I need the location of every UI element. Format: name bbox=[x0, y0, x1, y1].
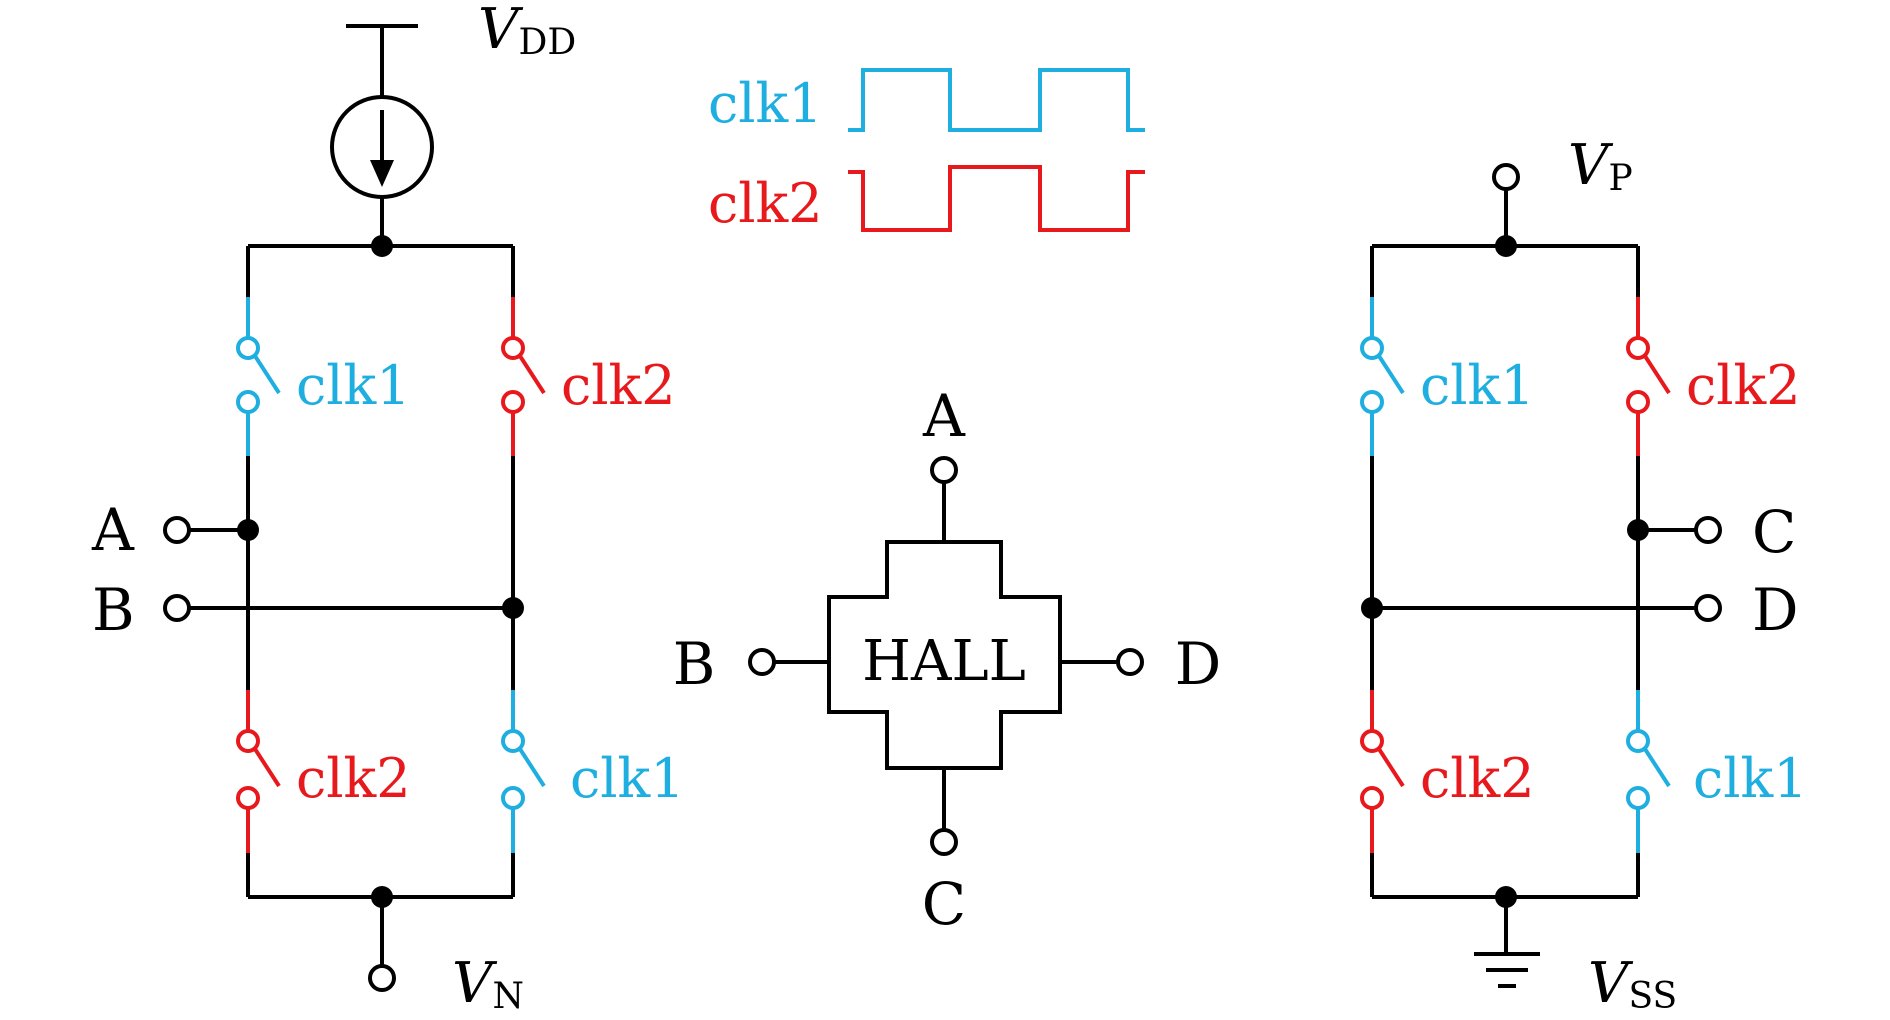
terminal-c-right bbox=[1694, 516, 1722, 544]
clk2-label: clk2 bbox=[561, 354, 676, 417]
clk2-label: clk2 bbox=[1420, 747, 1535, 810]
left-bridge bbox=[188, 24, 515, 967]
hall-cross-shape bbox=[827, 540, 1062, 770]
clk2-waveform bbox=[848, 165, 1145, 232]
hall-label-d: D bbox=[1175, 630, 1222, 698]
switch-clk2 bbox=[236, 690, 281, 853]
terminal-b-left bbox=[163, 594, 191, 622]
current-arrow-head bbox=[370, 160, 394, 187]
vdd-label: VDD bbox=[478, 0, 576, 63]
clk1-waveform bbox=[848, 68, 1145, 132]
vss-label: VSS bbox=[1588, 951, 1677, 1017]
clk1-label: clk1 bbox=[1420, 354, 1535, 417]
hall-terminal-c bbox=[930, 828, 958, 856]
switch-clk2 bbox=[1360, 690, 1405, 853]
timing-clk2-label: clk2 bbox=[708, 172, 823, 235]
terminal-d-right bbox=[1694, 594, 1722, 622]
vn-label: VN bbox=[452, 951, 524, 1017]
right-nodes bbox=[1361, 235, 1649, 908]
clk2-label: clk2 bbox=[1686, 354, 1801, 417]
right-terminals bbox=[1492, 163, 1722, 622]
switch-clk1 bbox=[1360, 297, 1405, 456]
hall-terminal-b bbox=[748, 648, 776, 676]
terminal-d-label: D bbox=[1752, 576, 1799, 644]
hall-terminal-d bbox=[1116, 648, 1144, 676]
terminal-vp bbox=[1492, 163, 1520, 191]
switch-clk1 bbox=[1626, 690, 1671, 853]
hall-label: HALL bbox=[862, 629, 1026, 694]
hall-element bbox=[774, 482, 1118, 830]
clk2-label: clk2 bbox=[296, 747, 411, 810]
vp-label: VP bbox=[1568, 133, 1633, 199]
switch-clk2 bbox=[1626, 297, 1671, 456]
left-terminals bbox=[163, 516, 396, 992]
switch-clk1 bbox=[236, 297, 281, 456]
hall-label-c: C bbox=[922, 870, 966, 938]
clk1-label: clk1 bbox=[570, 747, 685, 810]
hall-terminal-a bbox=[930, 456, 958, 484]
terminal-a-label: A bbox=[91, 496, 135, 564]
terminal-c-label: C bbox=[1752, 498, 1796, 566]
hall-terminals bbox=[748, 456, 1144, 856]
switch-clk2 bbox=[501, 297, 546, 456]
terminal-a-left bbox=[163, 516, 191, 544]
left-nodes bbox=[237, 235, 524, 908]
clk1-label: clk1 bbox=[1693, 747, 1808, 810]
terminal-vn bbox=[368, 964, 396, 992]
terminal-b-label: B bbox=[92, 576, 135, 644]
right-bridge bbox=[1370, 188, 1697, 988]
hall-label-b: B bbox=[673, 630, 716, 698]
hall-label-a: A bbox=[922, 382, 966, 450]
clk1-label: clk1 bbox=[296, 354, 411, 417]
switch-clk1 bbox=[501, 690, 546, 853]
timing-clk1-label: clk1 bbox=[708, 72, 823, 135]
